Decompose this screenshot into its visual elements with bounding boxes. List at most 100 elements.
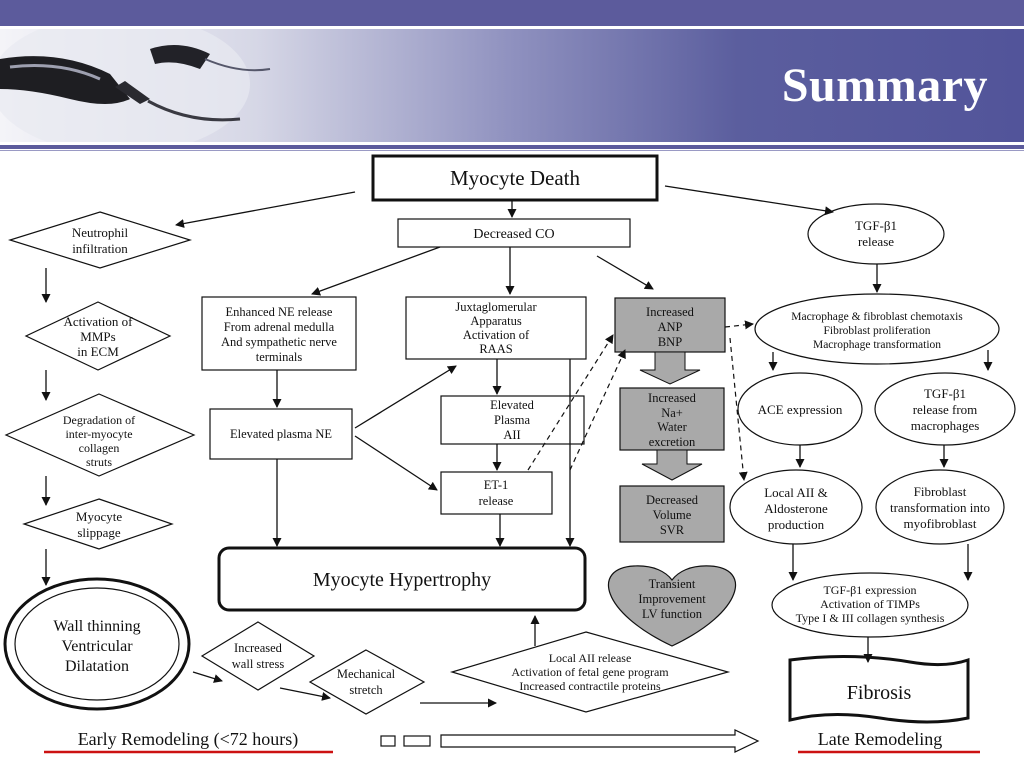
mech-stretch-line-2: stretch [349, 683, 383, 697]
dashed-arrows [527, 320, 754, 481]
tgf1-line-2: release [858, 234, 894, 249]
shaded-arrow-1 [639, 351, 701, 385]
et1-line-2: release [479, 494, 514, 508]
myocyte-death-box [371, 154, 659, 202]
tgf1-release-ellipse [807, 203, 945, 265]
fibroblast-line-3: myofibroblast [904, 516, 977, 531]
transient-heart [607, 565, 737, 647]
mmps-diamond [24, 301, 172, 371]
header-banner [0, 29, 1024, 142]
volume-box [619, 485, 725, 543]
wall-thinning-line-3: Dilatation [65, 658, 129, 675]
elevated-ne-box [209, 408, 353, 460]
local-aii-line-2: Aldosterone [764, 501, 828, 516]
na-line-2: Na+ [661, 406, 683, 420]
degradation-line-3: collagen [79, 441, 120, 455]
tgf-expr-line-2: Activation of TIMPs [820, 597, 920, 611]
tgf-expr-line-1: TGF-β1 expression [823, 583, 916, 597]
tgf-expr-line-3: Type I & III collagen synthesis [796, 611, 945, 625]
timeline-square-2 [403, 735, 431, 747]
timeline-arrow [440, 729, 760, 753]
myocyte-death-label: Myocyte Death [450, 166, 581, 190]
slippage-line-2: slippage [77, 525, 121, 540]
fibroblast-line-1: Fibroblast [914, 484, 967, 499]
anp-line-2: ANP [657, 320, 682, 334]
elevated-aii-line-2: Plasma [494, 413, 531, 427]
wall-thinning-line-1: Wall thinning [53, 618, 140, 635]
enhanced-ne-box [201, 296, 357, 371]
volume-line-3: SVR [660, 523, 685, 537]
ace-label: ACE expression [758, 402, 843, 417]
mech-stretch-diamond [308, 649, 426, 715]
local-aii-ellipse [729, 469, 863, 545]
degradation-diamond [4, 393, 196, 477]
mech-stretch-line-1: Mechanical [337, 667, 396, 681]
tgf-expression-ellipse [771, 572, 969, 638]
et1-box [440, 471, 553, 515]
local-aii-release-diamond [449, 631, 731, 713]
macrophage-line-2: Fibroblast proliferation [824, 325, 931, 337]
et1-line-1: ET-1 [484, 478, 509, 492]
timeline-square-1 [380, 735, 396, 747]
juxta-line-2: Apparatus [470, 314, 522, 328]
local-aii-release-line-3: Increased contractile proteins [519, 679, 661, 693]
transient-line-3: LV function [642, 607, 703, 621]
fibrosis-label: Fibrosis [847, 682, 912, 704]
enhanced-ne-line-1: Enhanced NE release [226, 305, 333, 319]
degradation-line-4: struts [86, 455, 112, 469]
shaded-arrow-2 [641, 449, 703, 481]
tgf-macrophages-ellipse [874, 372, 1016, 446]
wall-stress-line-2: wall stress [232, 657, 285, 671]
neutrophil-line-2: infiltration [72, 241, 128, 256]
elevated-ne-label: Elevated plasma NE [230, 427, 332, 441]
mmps-line-1: Activation of [64, 314, 134, 329]
banner-divider-thin [0, 150, 1024, 151]
na-line-4: excretion [649, 435, 696, 449]
juxta-box [405, 296, 587, 360]
mmps-line-3: in ECM [77, 344, 119, 359]
na-line-3: Water [657, 420, 687, 434]
wall-stress-diamond [200, 621, 316, 691]
enhanced-ne-line-4: terminals [256, 350, 303, 364]
hypertrophy-box [217, 546, 587, 612]
elevated-aii-box [440, 395, 585, 445]
mmps-line-2: MMPs [80, 329, 115, 344]
elevated-aii-line-3: AII [503, 428, 520, 442]
transient-line-1: Transient [649, 577, 696, 591]
degradation-line-2: inter-myocyte [65, 427, 132, 441]
fibroblast-ellipse [875, 469, 1005, 545]
tgf-mac-line-3: macrophages [911, 418, 980, 433]
wall-thinning-inner [14, 587, 180, 701]
elevated-aii-line-1: Elevated [490, 398, 534, 412]
volume-line-1: Decreased [646, 493, 699, 507]
neutrophil-diamond [7, 211, 193, 269]
decreased-co-box [397, 218, 631, 248]
anp-line-3: BNP [658, 335, 682, 349]
macrophage-line-3: Macrophage transformation [813, 339, 941, 351]
anp-box [614, 297, 726, 353]
macrophage-ellipse [754, 293, 1000, 365]
iv-bag-image [0, 29, 271, 142]
slide-title: Summary [781, 59, 988, 112]
fibroblast-line-2: transformation into [890, 500, 990, 515]
slippage-line-1: Myocyte [76, 509, 122, 524]
wall-stress-line-1: Increased [234, 641, 283, 655]
decreased-co-label: Decreased CO [473, 227, 554, 242]
local-aii-line-3: production [768, 517, 825, 532]
tgf1-line-1: TGF-β1 [855, 218, 897, 233]
juxta-line-4: RAAS [479, 342, 512, 356]
slippage-diamond [22, 498, 174, 550]
degradation-line-1: Degradation of [63, 413, 135, 427]
tgf-mac-line-1: TGF-β1 [924, 386, 966, 401]
top-bar [0, 0, 1024, 26]
na-line-1: Increased [648, 391, 697, 405]
enhanced-ne-line-3: And sympathetic nerve [221, 335, 337, 349]
local-aii-release-line-1: Local AII release [549, 651, 632, 665]
neutrophil-line-1: Neutrophil [72, 225, 129, 240]
volume-line-2: Volume [653, 508, 692, 522]
na-box [619, 387, 725, 451]
wall-thinning-line-2: Ventricular [61, 638, 133, 655]
macrophage-line-1: Macrophage & fibroblast chemotaxis [791, 311, 963, 323]
local-aii-release-line-2: Activation of fetal gene program [511, 665, 669, 679]
